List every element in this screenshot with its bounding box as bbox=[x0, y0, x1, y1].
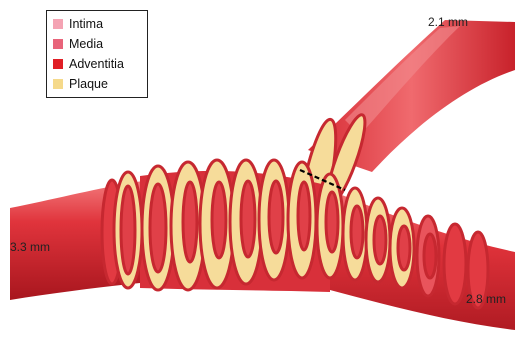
top-right-diameter-label: 2.1 mm bbox=[428, 15, 468, 29]
legend-label-intima: Intima bbox=[69, 17, 103, 31]
left-diameter-label: 3.3 mm bbox=[10, 240, 50, 254]
intima-swatch-icon bbox=[53, 19, 63, 29]
legend-label-media: Media bbox=[69, 37, 103, 51]
plaque-swatch-icon bbox=[53, 79, 63, 89]
legend-item-intima: Intima bbox=[53, 14, 141, 34]
adventitia-swatch-icon bbox=[53, 59, 63, 69]
legend-label-adventitia: Adventitia bbox=[69, 57, 124, 71]
legend: Intima Media Adventitia Plaque bbox=[46, 10, 148, 98]
bottom-right-diameter-label: 2.8 mm bbox=[466, 292, 506, 306]
legend-item-adventitia: Adventitia bbox=[53, 54, 141, 74]
media-swatch-icon bbox=[53, 39, 63, 49]
legend-label-plaque: Plaque bbox=[69, 77, 108, 91]
legend-item-plaque: Plaque bbox=[53, 74, 141, 94]
legend-item-media: Media bbox=[53, 34, 141, 54]
